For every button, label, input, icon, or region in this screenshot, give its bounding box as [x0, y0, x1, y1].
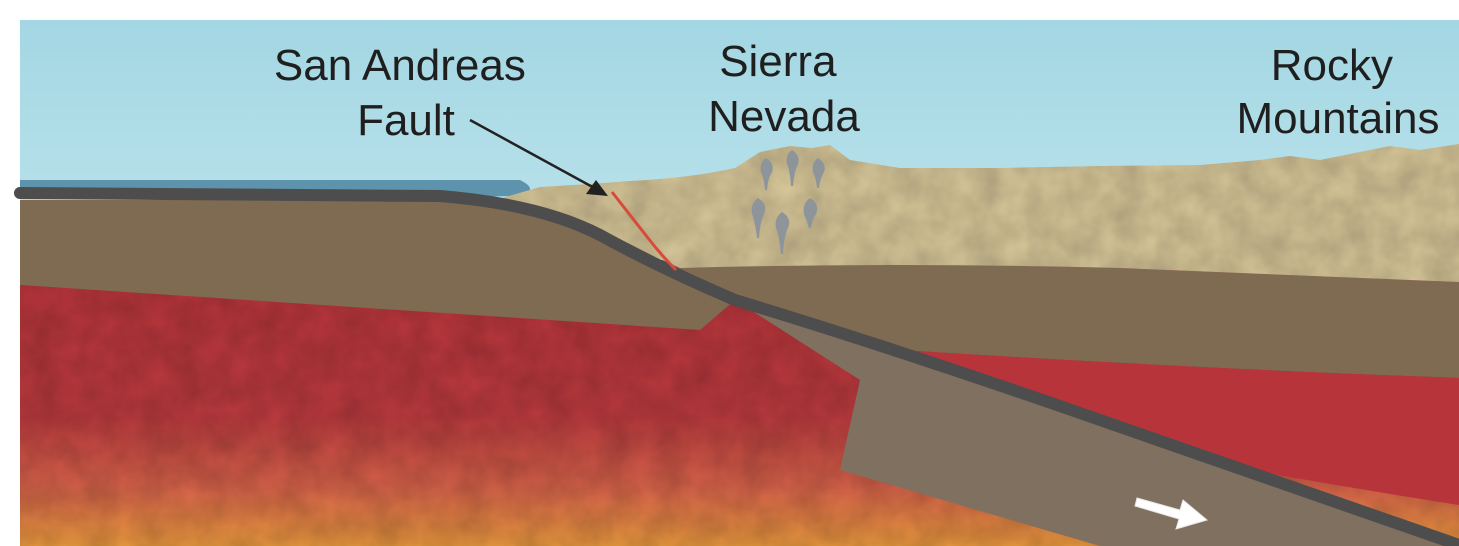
label-line: Fault [357, 96, 455, 145]
label-line: San Andreas [274, 41, 526, 90]
label-line: Nevada [708, 92, 860, 141]
label-line: Sierra [719, 37, 837, 86]
label-line: Mountains [1236, 94, 1439, 143]
label-line: Rocky [1271, 41, 1393, 90]
